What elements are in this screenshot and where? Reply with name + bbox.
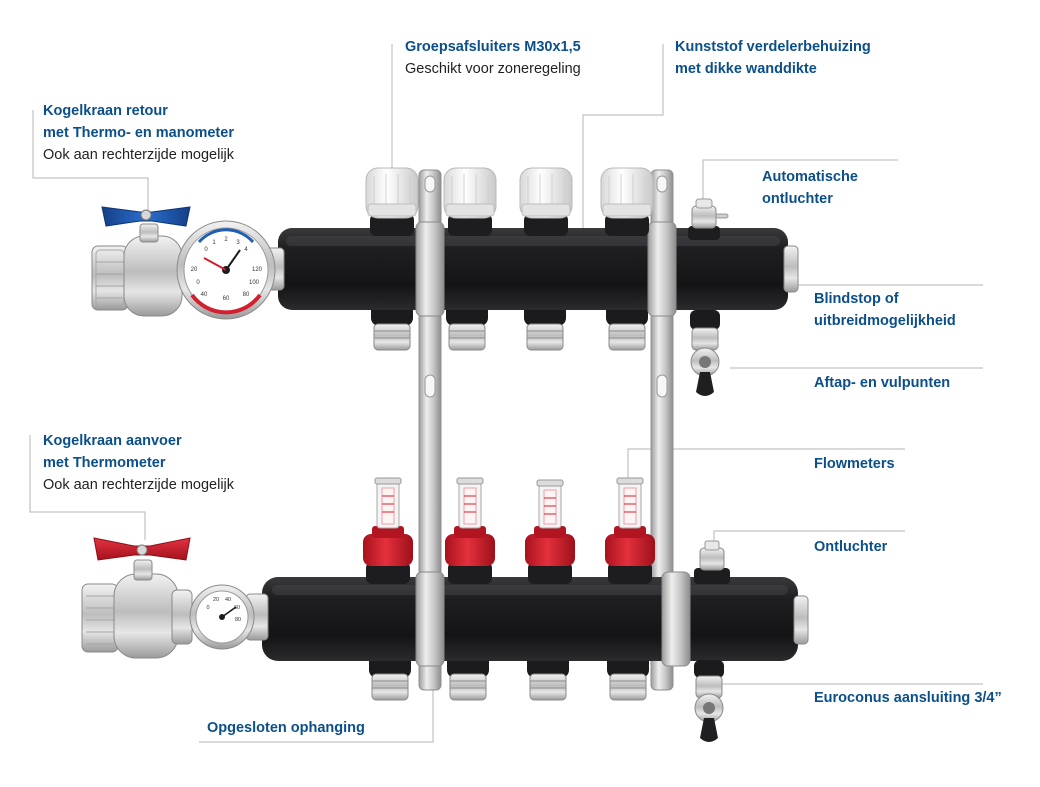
drain-fill-point-top <box>690 310 720 396</box>
label-flowmeters: Flowmeters <box>814 453 895 475</box>
label-groepsafsluiters-sub: Geschikt voor zoneregeling <box>405 61 581 77</box>
thermo-tick-60: 60 <box>223 296 230 302</box>
label-kogelkraan-aanvoer-line3: Ook aan rechterzijde mogelijk <box>43 477 235 493</box>
return-manifold <box>91 167 799 396</box>
manometer-tick-3: 3 <box>236 240 240 246</box>
manometer-tick-0: 0 <box>204 247 208 253</box>
automatic-air-vent <box>688 198 729 240</box>
label-ontluchter: Ontluchter <box>814 536 887 558</box>
air-vent <box>694 540 730 584</box>
flowmeters-group <box>363 477 655 584</box>
supply-outlets <box>369 650 649 701</box>
drain-fill-point-bottom <box>694 660 724 742</box>
thermo-tick-40: 40 <box>201 292 208 298</box>
thermo-tick-0: 0 <box>196 280 200 286</box>
supply-thermometer <box>189 584 269 650</box>
small-thermo-tick-0: 0 <box>206 605 209 611</box>
gauge-scales: 0 1 2 3 4 0 20 40 60 80 100 120 0 20 40 … <box>191 237 263 623</box>
label-kogelkraan-aanvoer-line1: Kogelkraan aanvoer <box>43 433 182 449</box>
label-kogelkraan-retour-line3: Ook aan rechterzijde mogelijk <box>43 147 235 163</box>
small-thermo-tick-20: 20 <box>213 597 219 603</box>
leader-lines <box>29 44 983 743</box>
label-automatische-line1: Automatische <box>762 169 858 185</box>
manometer-tick-2: 2 <box>224 237 228 243</box>
label-kogelkraan-aanvoer-line2: met Thermometer <box>43 455 166 471</box>
label-kunststof-line2: met dikke wanddikte <box>675 61 817 77</box>
label-groepsafsluiters: Groepsafsluiters M30x1,5 Geschikt voor z… <box>405 36 581 80</box>
leader-kunststof <box>582 44 664 232</box>
label-euroconus-line1: Euroconus aansluiting 3/4” <box>814 690 1002 706</box>
supply-manifold <box>81 477 809 742</box>
manometer-tick-1: 1 <box>212 240 216 246</box>
label-blindstop-line2: uitbreidmogelijkheid <box>814 313 956 329</box>
leader-kogelkraan-aanvoer <box>29 435 146 540</box>
label-kogelkraan-retour-line2: met Thermo- en manometer <box>43 125 234 141</box>
label-kogelkraan-retour-line1: Kogelkraan retour <box>43 103 168 119</box>
label-kunststof-line1: Kunststof verdelerbehuizing <box>675 39 871 55</box>
leader-automatische <box>702 159 898 208</box>
label-kunststof: Kunststof verdelerbehuizing met dikke wa… <box>675 36 871 80</box>
thermo-tick-100: 100 <box>249 280 260 286</box>
label-kogelkraan-aanvoer: Kogelkraan aanvoer met Thermometer Ook a… <box>43 430 234 496</box>
label-aftap: Aftap- en vulpunten <box>814 372 950 394</box>
label-kogelkraan-retour: Kogelkraan retour met Thermo- en manomet… <box>43 100 234 166</box>
label-automatische-line2: ontluchter <box>762 191 833 207</box>
label-ontluchter-line1: Ontluchter <box>814 539 888 555</box>
label-automatische-ontluchter: Automatische ontluchter <box>762 166 858 210</box>
label-blindstop-line1: Blindstop of <box>814 291 899 307</box>
small-thermo-tick-40: 40 <box>225 597 231 603</box>
return-ball-valve <box>91 206 191 317</box>
label-opgesloten: Opgesloten ophanging <box>207 717 365 739</box>
manometer-tick-4: 4 <box>244 247 248 253</box>
small-thermo-tick-60: 60 <box>234 605 240 611</box>
leader-kogelkraan-retour <box>32 110 149 210</box>
leader-flowmeters <box>627 448 905 478</box>
thermo-manometer <box>176 220 285 320</box>
label-euroconus: Euroconus aansluiting 3/4” <box>814 687 1002 709</box>
zone-valve-caps <box>365 167 654 236</box>
thermo-tick-80: 80 <box>243 292 250 298</box>
label-flowmeters-line1: Flowmeters <box>814 456 895 472</box>
label-opgesloten-line1: Opgesloten ophanging <box>207 720 365 736</box>
label-blindstop: Blindstop of uitbreidmogelijkheid <box>814 288 956 332</box>
label-aftap-line1: Aftap- en vulpunten <box>814 375 951 391</box>
thermo-tick-20: 20 <box>191 267 198 273</box>
supply-ball-valve <box>81 537 193 659</box>
label-groepsafsluiters-title: Groepsafsluiters M30x1,5 <box>405 39 581 55</box>
small-thermo-tick-80: 80 <box>235 617 241 623</box>
thermo-tick-120: 120 <box>252 267 263 273</box>
